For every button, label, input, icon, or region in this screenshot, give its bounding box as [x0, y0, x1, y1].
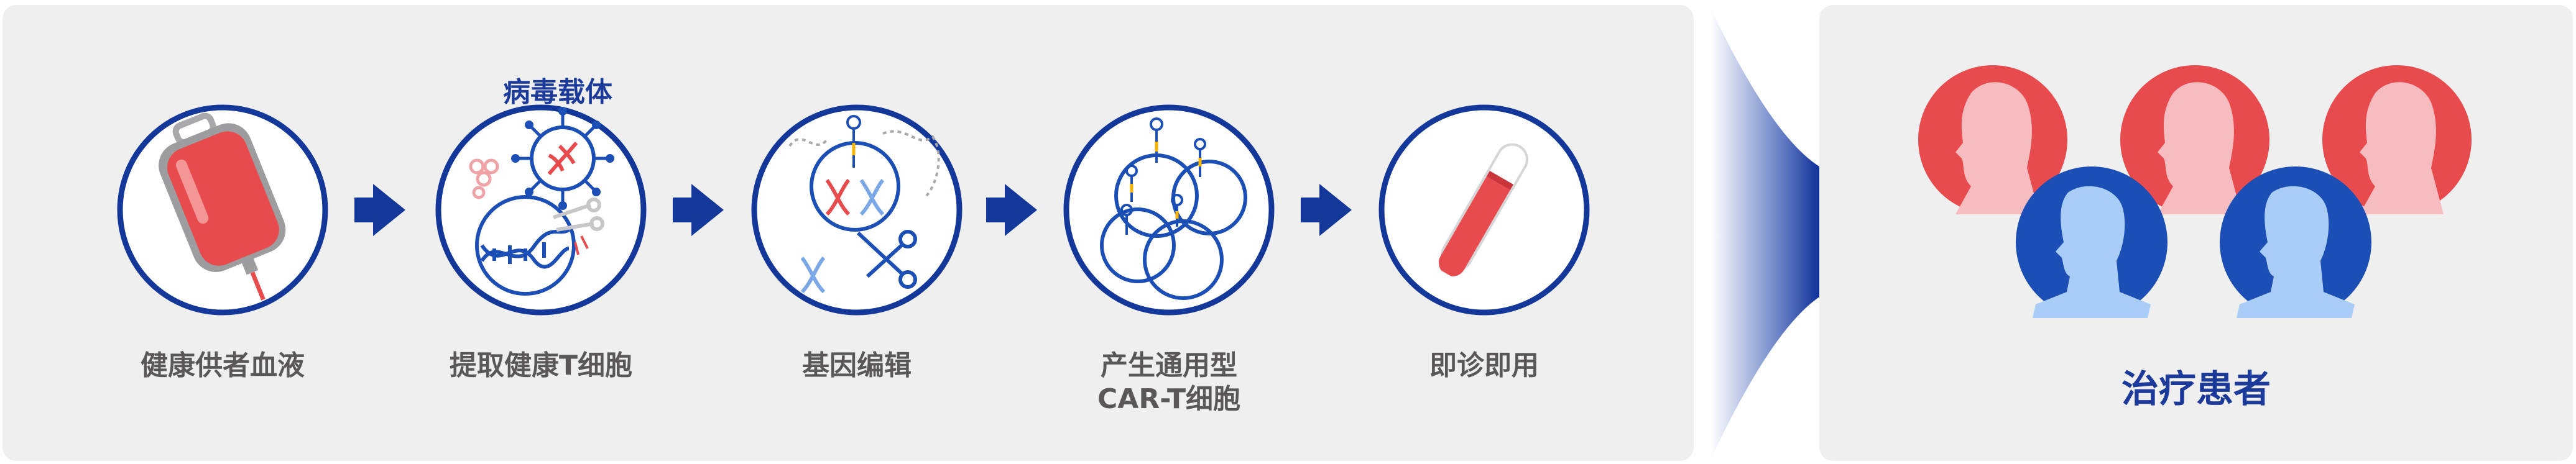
- test-tube-icon: [1434, 143, 1528, 281]
- dna-icon: [480, 228, 570, 269]
- step-4-label: 产生通用型: [1101, 350, 1237, 381]
- male-patient-icon: [2016, 166, 2167, 318]
- step-3-label: 基因编辑: [802, 350, 912, 381]
- step-5-circle-icon: [1378, 104, 1590, 316]
- step-5-label: 即诊即用: [1429, 350, 1539, 381]
- virus-icon: [511, 107, 614, 210]
- male-patient-icon: [2220, 166, 2371, 318]
- t-cell-icon: [475, 195, 576, 296]
- patients-label: 治疗患者: [2121, 368, 2271, 411]
- step-3-circle-icon: [751, 104, 963, 316]
- step-2-label: 提取健康T细胞: [449, 350, 632, 381]
- transition-arrow: [1711, 9, 1819, 458]
- viral-vector-label: 病毒载体: [503, 76, 612, 108]
- arrow-4: [1301, 184, 1352, 236]
- dna-icon: [825, 178, 885, 216]
- female-patient-icon: [1918, 65, 2067, 214]
- dna-icon: [800, 256, 826, 294]
- female-patient-icon: [2120, 65, 2269, 214]
- female-patient-icon: [2322, 65, 2472, 214]
- step-1-label: 健康供者血液: [141, 350, 305, 381]
- arrow-1: [354, 184, 405, 236]
- blood-bag-icon: [159, 112, 286, 301]
- t-cell-icon: [1120, 117, 1206, 235]
- step-2-circle-icon: [435, 104, 647, 316]
- arrow-2: [673, 184, 724, 236]
- step-1-circle-icon: [117, 104, 328, 316]
- arrow-3: [986, 184, 1037, 236]
- scissors-icon: [856, 230, 917, 289]
- step-4-label-line2: CAR-T细胞: [1097, 383, 1241, 415]
- step-4-circle-icon: [1063, 104, 1275, 316]
